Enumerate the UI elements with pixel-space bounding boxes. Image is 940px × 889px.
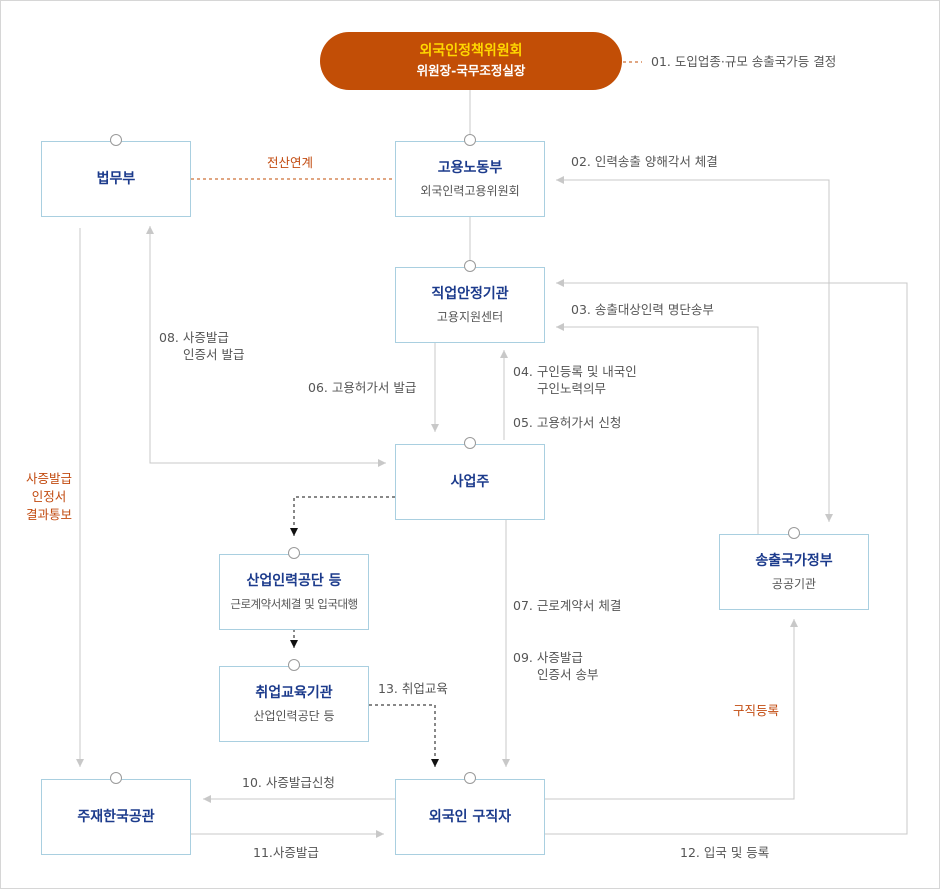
line-08 [149,228,386,467]
jobseeker-node: 외국인 구직자 [395,779,545,855]
committee-subtitle: 위원장-국무조정실장 [416,63,526,78]
moj-title: 법무부 [96,171,136,187]
step-05-label: 05. 고용허가서 신청 [513,415,622,430]
embassy-title: 주재한국공관 [77,809,155,825]
line-13 [369,704,439,767]
employer-node: 사업주 [395,444,545,520]
step-11-label: 11.사증발급 [253,845,319,860]
hrd-connector [288,547,300,559]
line-12 [545,279,908,835]
jobseeker-connector [464,772,476,784]
sending-gov-title: 송출국가정부 [755,553,833,569]
mol-node: 고용노동부 외국인력고용위원회 [395,141,545,217]
job-center-connector [464,260,476,272]
step-02-label: 02. 인력송출 양해각서 체결 [571,154,718,169]
mol-connector [464,134,476,146]
hrd-subtitle: 근로계약서체결 및 입국대행 [230,597,358,611]
sending-gov-connector [788,527,800,539]
step-09-label-2: 인증서 송부 [537,667,599,682]
link-label: 전산연계 [267,155,314,170]
job-center-subtitle: 고용지원센터 [436,310,504,324]
committee-title: 외국인정책위원회 [419,43,523,59]
sending-gov-subtitle: 공공기관 [771,577,817,591]
step-03-label: 03. 송출대상인력 명단송부 [571,302,714,317]
embassy-node: 주재한국공관 [41,779,191,855]
step-04-label-2: 구인노력의무 [537,381,607,396]
result-label: 사증발급 인정서 결과통보 [14,470,84,524]
training-subtitle: 산업인력공단 등 [253,709,335,723]
step-08-label-2: 인증서 발급 [183,347,245,362]
job-center-title: 직업안정기관 [431,286,509,302]
moj-connector [110,134,122,146]
step-13-label: 13. 취업교육 [378,681,448,696]
hrd-node: 산업인력공단 등 근로계약서체결 및 입국대행 [219,554,369,630]
result-label-1: 사증발급 [25,471,72,486]
training-connector [288,659,300,671]
committee-node: 외국인정책위원회 위원장-국무조정실장 [320,32,622,90]
training-node: 취업교육기관 산업인력공단 등 [219,666,369,742]
sending-gov-node: 송출국가정부 공공기관 [719,534,869,610]
mol-subtitle: 외국인력고용위원회 [420,184,520,198]
step-04-label: 04. 구인등록 및 내국인 [513,364,637,379]
moj-node: 법무부 [41,141,191,217]
embassy-connector [110,772,122,784]
step-10-label: 10. 사증발급신청 [242,775,335,790]
employer-connector [464,437,476,449]
result-label-2: 인정서 [31,489,67,504]
training-title: 취업교육기관 [255,685,333,701]
result-label-3: 결과통보 [25,507,72,522]
employer-title: 사업주 [450,474,490,490]
line-employer-hrd [290,496,395,536]
line-register [545,619,798,800]
job-center-node: 직업안정기관 고용지원센터 [395,267,545,343]
line-02 [556,179,833,522]
step-07-label: 07. 근로계약서 체결 [513,598,622,613]
step-12-label: 12. 입국 및 등록 [680,845,770,860]
step-01-label: 01. 도입업종·규모 송출국가등 결정 [651,54,837,69]
mol-title: 고용노동부 [437,160,503,176]
jobseeker-title: 외국인 구직자 [428,809,512,825]
step-06-label: 06. 고용허가서 발급 [308,380,417,395]
hrd-title: 산업인력공단 등 [246,573,342,589]
step-08-label: 08. 사증발급 [159,330,229,345]
line-03 [556,323,759,535]
step-09-label: 09. 사증발급 [513,650,583,665]
register-label: 구직등록 [733,703,780,718]
